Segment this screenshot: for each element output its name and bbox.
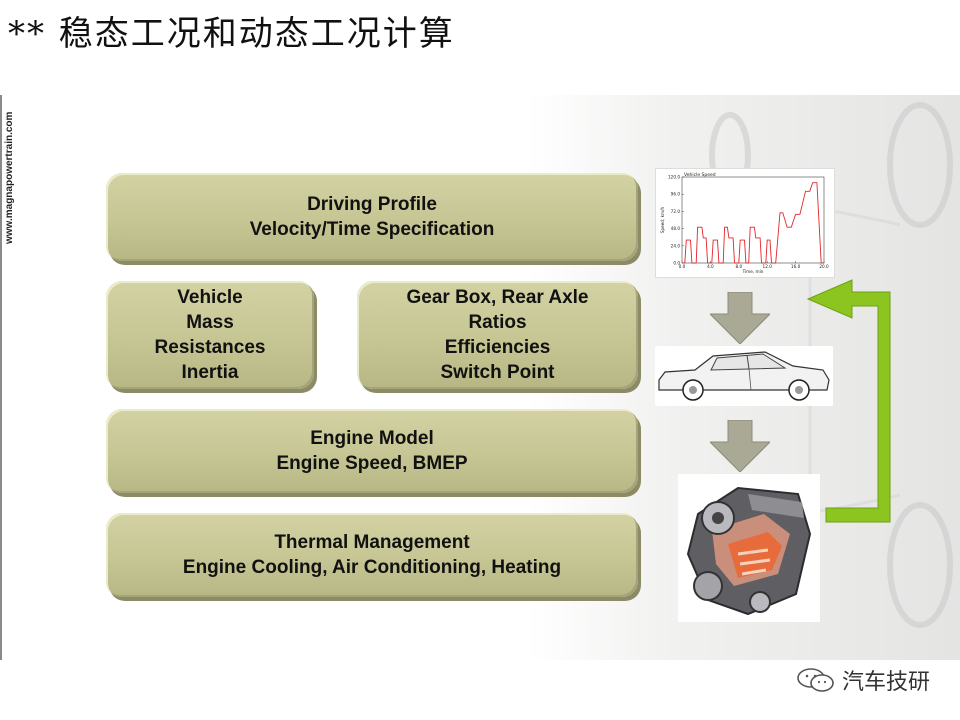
speed-series-line xyxy=(682,182,824,264)
box-line: Resistances xyxy=(154,337,266,358)
x-tick-label: 20.0 xyxy=(819,264,829,269)
wechat-icon xyxy=(797,668,834,692)
arrow-down-icon xyxy=(710,420,770,472)
thermal-management-box: Thermal Management Engine Cooling, Air C… xyxy=(106,513,638,597)
box-line: Switch Point xyxy=(440,362,555,383)
x-tick-label: 16.0 xyxy=(791,264,801,269)
y-tick-label: 96.0 xyxy=(671,192,681,197)
chart-title: Vehicle Speed xyxy=(684,172,716,178)
y-axis-label: Speed, km/h xyxy=(660,206,665,233)
box-line: Velocity/Time Specification xyxy=(249,219,495,240)
y-tick-label: 48.0 xyxy=(671,226,681,231)
page-title: ** 稳态工况和动态工况计算 xyxy=(8,14,455,54)
watermark-text: 汽车技研 xyxy=(841,670,930,695)
engine-image xyxy=(678,474,820,622)
box-line: Engine Speed, BMEP xyxy=(276,453,468,474)
y-tick-label: 72.0 xyxy=(671,209,681,214)
engine-model-box: Engine Model Engine Speed, BMEP xyxy=(106,409,638,493)
box-line: Ratios xyxy=(468,312,527,333)
feedback-arrow-icon xyxy=(806,279,891,523)
x-tick-label: 4.0 xyxy=(707,264,714,269)
gearbox-box: Gear Box, Rear Axle Ratios Efficiencies … xyxy=(357,281,638,389)
x-axis-label: Time, min xyxy=(742,269,764,274)
box-line: Efficiencies xyxy=(444,337,551,358)
y-tick-label: 120.0 xyxy=(668,175,680,180)
sidebar-url: www.magnapowertrain.com xyxy=(4,112,15,245)
box-line: Gear Box, Rear Axle xyxy=(406,287,589,308)
y-tick-label: 24.0 xyxy=(671,243,681,248)
box-line: Thermal Management xyxy=(274,532,470,553)
x-tick-label: 12.0 xyxy=(763,264,773,269)
box-line: Inertia xyxy=(181,362,239,383)
car-image xyxy=(655,346,833,406)
vehicle-speed-chart: Vehicle Speed 0.0 24.0 48.0 72.0 96.0 120.0 0.0… xyxy=(655,168,835,278)
box-line: Engine Model xyxy=(310,428,434,449)
y-tick-label: 0.0 xyxy=(673,261,680,266)
x-tick-label: 8.0 xyxy=(735,264,742,269)
chart-svg: Vehicle Speed 0.0 24.0 48.0 72.0 96.0 120.0 0.0… xyxy=(660,172,829,274)
left-rule xyxy=(0,95,2,660)
arrow-down-icon xyxy=(710,292,770,344)
watermark: 汽车技研 xyxy=(796,664,930,696)
plot-area xyxy=(681,176,825,264)
driving-profile-box: Driving Profile Velocity/Time Specificat… xyxy=(106,173,638,261)
x-tick-label: 0.0 xyxy=(679,264,686,269)
vehicle-box: Vehicle Mass Resistances Inertia xyxy=(106,281,314,389)
box-line: Mass xyxy=(186,312,234,333)
box-line: Engine Cooling, Air Conditioning, Heatin… xyxy=(182,557,562,578)
box-line: Driving Profile xyxy=(307,194,437,215)
box-line: Vehicle xyxy=(177,287,243,308)
